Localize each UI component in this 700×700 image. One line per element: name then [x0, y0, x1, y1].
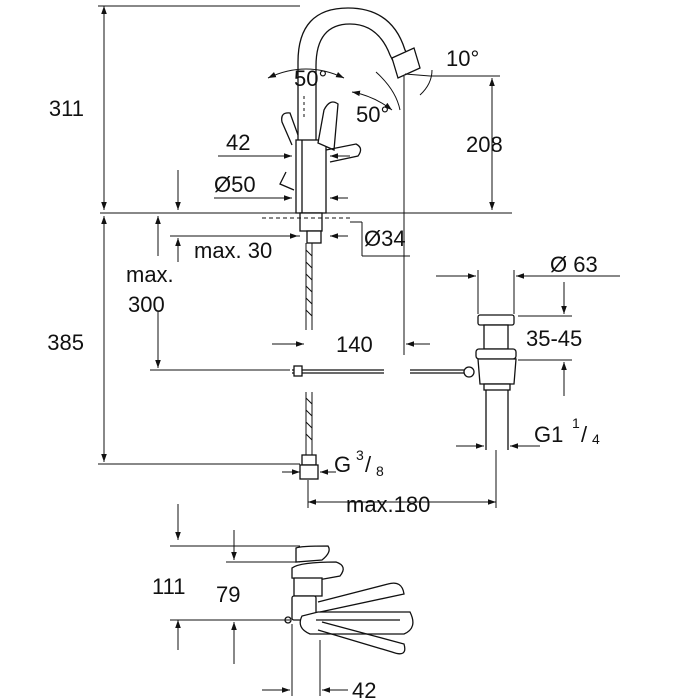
dimension-labels: 311 385 208 10° 50° 50° 42 Ø50 Ø34 max. … [47, 46, 600, 700]
label-diameter-63: Ø 63 [550, 252, 598, 277]
label-111: 111 [152, 574, 185, 599]
label-g1-fraction-slash: / [581, 422, 588, 447]
label-g1-fraction-den: 4 [592, 431, 600, 447]
label-g: G [334, 452, 351, 477]
label-208: 208 [466, 132, 503, 157]
faucet-side-view [100, 7, 512, 480]
label-385: 385 [47, 330, 84, 355]
label-max-30: max. 30 [194, 238, 272, 263]
label-50-deg-top: 50° [294, 66, 327, 91]
drain-waste [463, 314, 517, 450]
label-g38-num: 3 [356, 447, 364, 463]
label-300: 300 [128, 292, 165, 317]
label-311: 311 [49, 96, 84, 121]
label-79: 79 [216, 582, 240, 607]
label-g38-slash: / [365, 452, 372, 477]
label-diameter-50: Ø50 [214, 172, 256, 197]
faucet-plan-view [284, 545, 414, 655]
label-g38-den: 8 [376, 463, 384, 479]
dimension-lines-bottom [170, 504, 348, 696]
label-140: 140 [336, 332, 373, 357]
dimension-lines-top [98, 5, 620, 508]
label-10-deg: 10° [446, 46, 479, 71]
label-42-top: 42 [226, 130, 250, 155]
label-g1-fraction-num: 1 [572, 415, 580, 431]
label-max: max. [126, 262, 174, 287]
label-35-45: 35-45 [526, 326, 582, 351]
label-diameter-34: Ø34 [364, 226, 406, 251]
label-g1: G1 [534, 422, 563, 447]
label-50-deg-side: 50° [356, 102, 389, 127]
label-max-180: max.180 [346, 492, 430, 517]
label-42-bottom: 42 [352, 678, 376, 700]
